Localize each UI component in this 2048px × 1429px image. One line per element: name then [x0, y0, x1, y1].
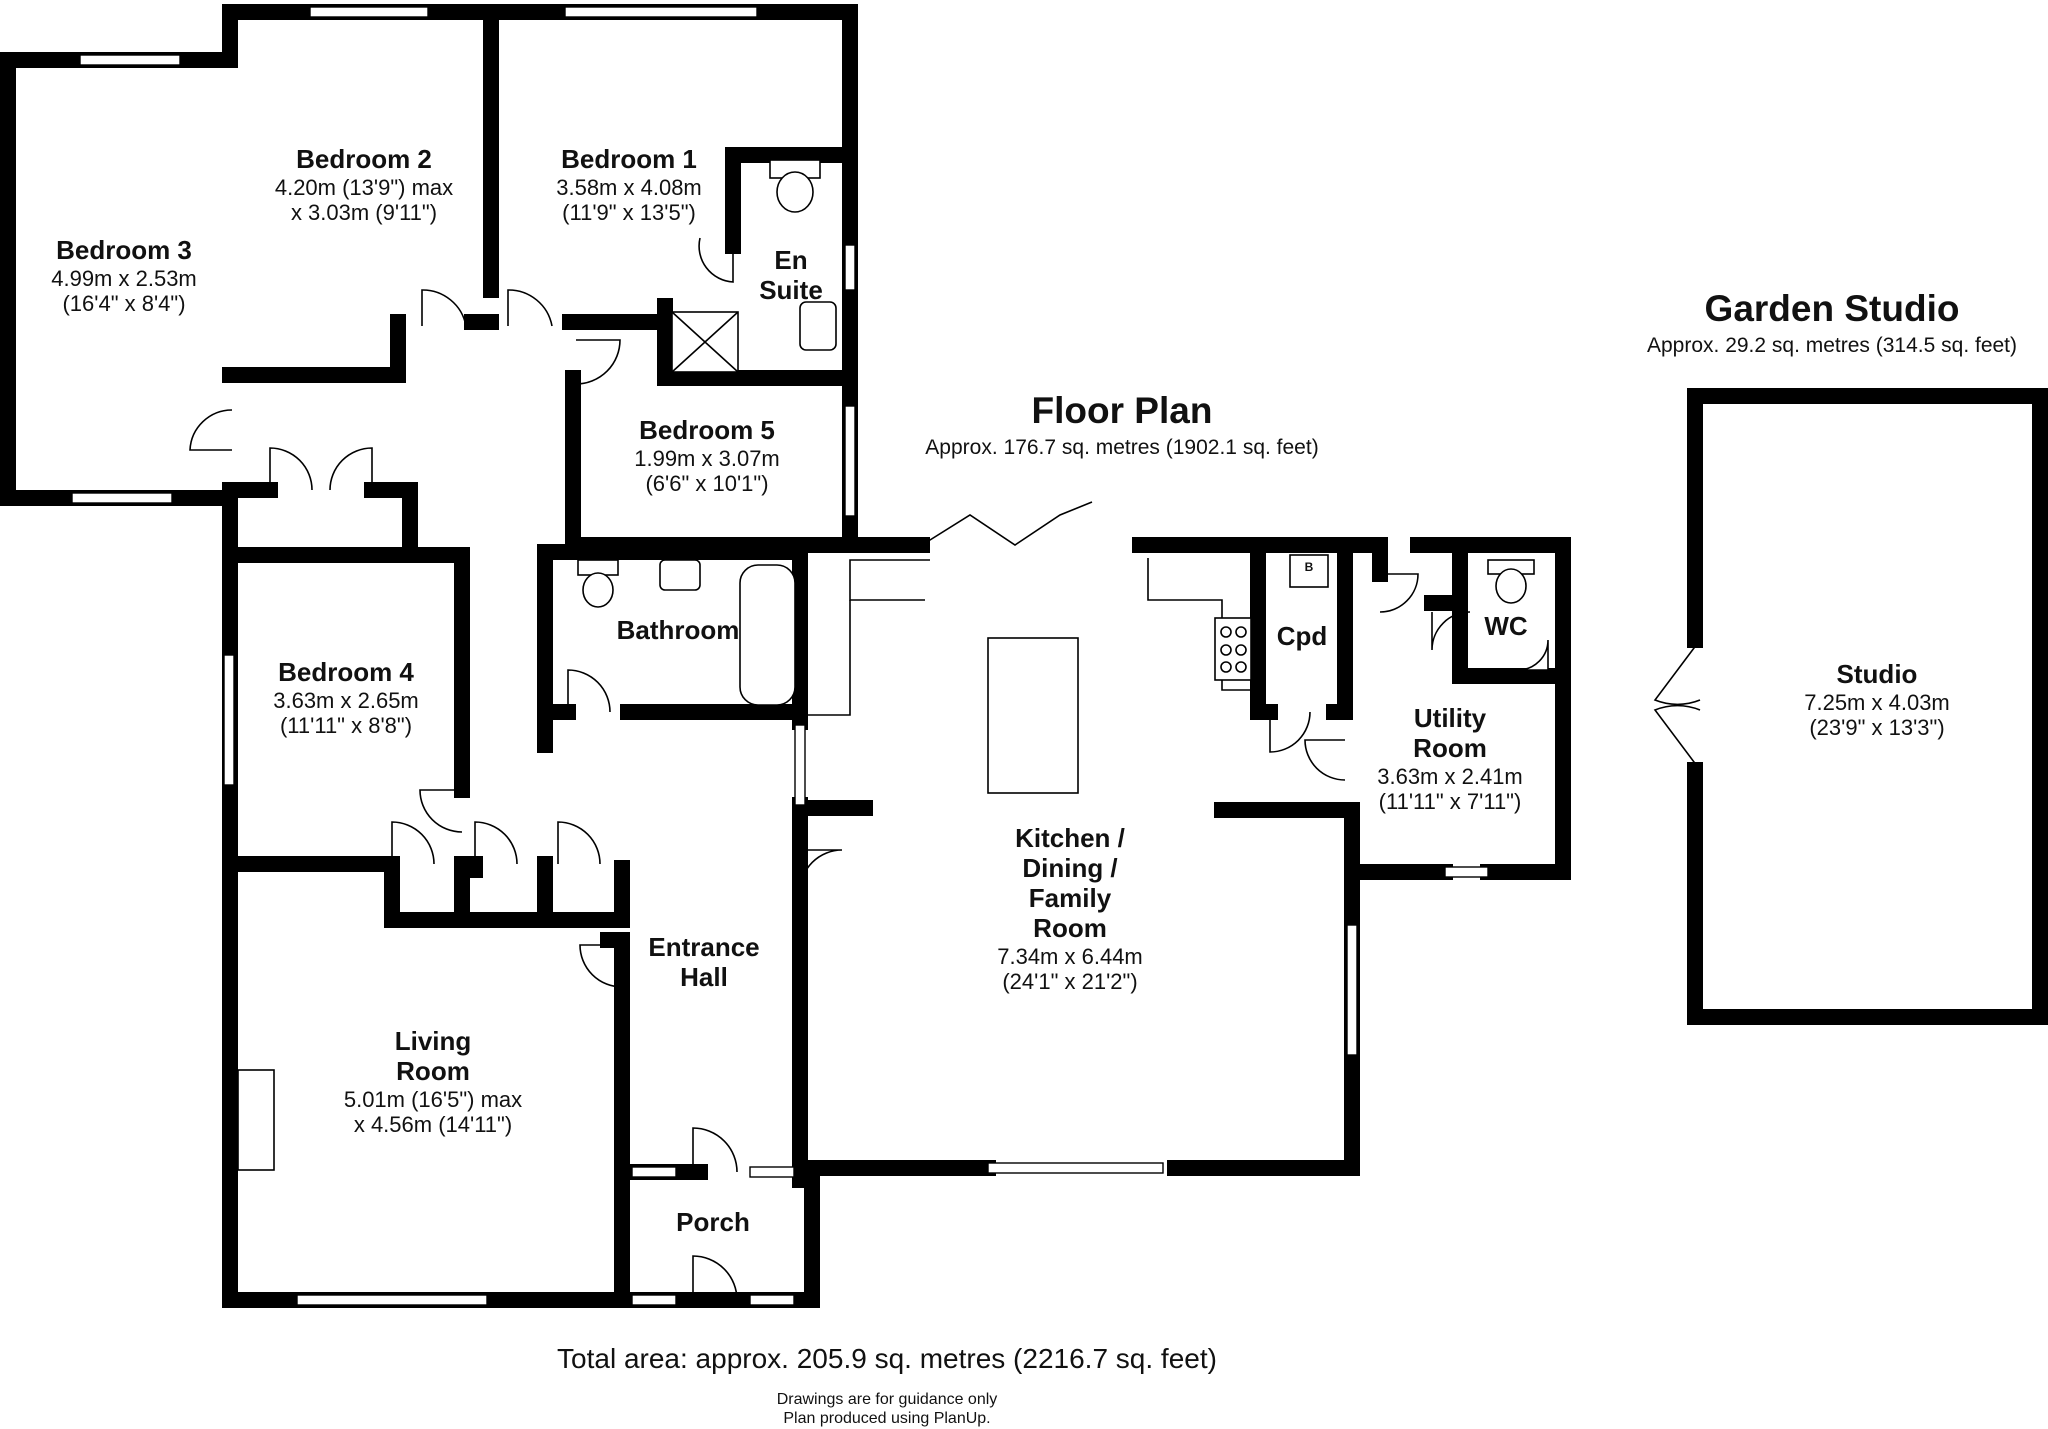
garden-studio-walls [1687, 388, 2048, 1025]
room-wc: WC [1484, 611, 1528, 641]
kitchen-island [987, 637, 1079, 794]
room-cupboard: Cpd [1276, 621, 1328, 651]
room-utility: Utility Room 3.63m x 2.41m (11'11" x 7'1… [1377, 703, 1523, 815]
garden-studio-area: Approx. 29.2 sq. metres (314.5 sq. feet) [1646, 334, 2018, 357]
room-bathroom: Bathroom [616, 615, 740, 645]
doors [189, 237, 1701, 1301]
floor-plan-heading: Floor Plan Approx. 176.7 sq. metres (190… [925, 390, 1318, 460]
boiler-box [1289, 554, 1329, 588]
room-en-suite: En Suite [759, 245, 823, 305]
room-bedroom-2: Bedroom 2 4.20m (13'9") max x 3.03m (9'1… [274, 144, 454, 226]
garden-studio-title: Garden Studio [1704, 288, 1960, 329]
room-porch: Porch [676, 1207, 750, 1237]
floor-plan-title: Floor Plan [1031, 390, 1213, 431]
fireplace [237, 1069, 275, 1171]
garden-studio-heading: Garden Studio Approx. 29.2 sq. metres (3… [1647, 288, 2017, 358]
room-entrance-hall: Entrance Hall [648, 932, 760, 992]
room-kitchen-dining-family: Kitchen / Dining / Family Room 7.34m x 6… [997, 823, 1143, 994]
kitchen-fittings [808, 554, 1329, 794]
house-walls [0, 4, 1571, 1308]
room-studio: Studio 7.25m x 4.03m (23'9" x 13'3") [1804, 659, 1950, 741]
total-area: Total area: approx. 205.9 sq. metres (22… [557, 1343, 1217, 1374]
sanitary-fittings [237, 159, 1549, 1171]
room-living-room: Living Room 5.01m (16'5") max x 4.56m (1… [343, 1026, 523, 1138]
room-bedroom-3: Bedroom 3 4.99m x 2.53m (16'4" x 8'4") [51, 235, 197, 317]
disclaimer: Drawings are for guidance only Plan prod… [777, 1390, 998, 1428]
disclaimer-line-2: Plan produced using PlanUp. [783, 1410, 991, 1428]
boiler-label: B [1304, 560, 1314, 574]
room-bedroom-4: Bedroom 4 3.63m x 2.65m (11'11" x 8'8") [273, 657, 419, 739]
room-bedroom-5: Bedroom 5 1.99m x 3.07m (6'6" x 10'1") [634, 415, 780, 497]
floor-plan-area: Approx. 176.7 sq. metres (1902.1 sq. fee… [925, 436, 1319, 459]
room-bedroom-1: Bedroom 1 3.58m x 4.08m (11'9" x 13'5") [556, 144, 702, 226]
disclaimer-line-1: Drawings are for guidance only [776, 1391, 998, 1408]
